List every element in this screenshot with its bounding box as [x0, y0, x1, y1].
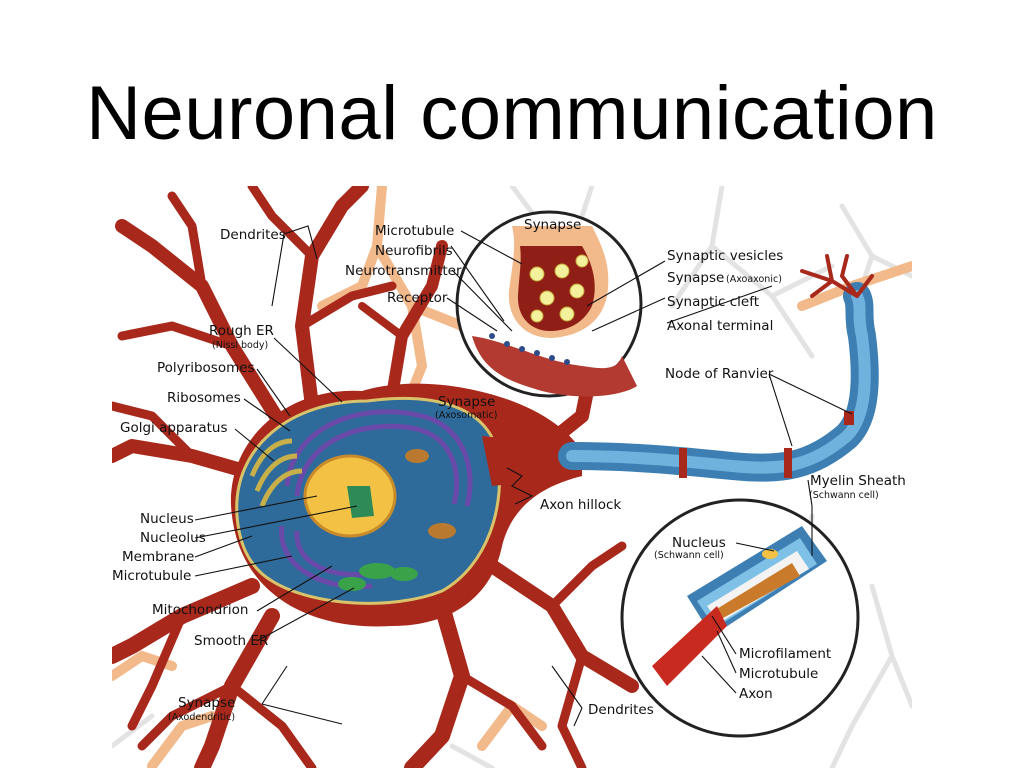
- label-axon: Axon: [739, 686, 773, 702]
- smooth-er: [338, 563, 418, 591]
- label-synapse-title: Synapse: [524, 217, 581, 233]
- label-microfilament: Microfilament: [739, 646, 831, 662]
- label-neurotransmitter: Neurotransmitter: [345, 263, 462, 279]
- slide-title: Neuronal communication: [86, 71, 938, 156]
- label-polyribosomes: Polyribosomes: [157, 360, 255, 376]
- label-lines: [194, 225, 853, 727]
- label-axon-hillock: Axon hillock: [540, 497, 621, 513]
- labels: Dendrites Rough ER (Nissl body) Polyribo…: [112, 217, 906, 723]
- label-nissl-body: (Nissl body): [212, 340, 268, 351]
- axonal-terminal-shape: [800, 254, 874, 298]
- label-synapse-axosomatic: Synapse: [438, 394, 495, 410]
- label-membrane: Membrane: [122, 549, 194, 565]
- label-receptor: Receptor: [387, 290, 448, 306]
- axon-myelin: [558, 282, 879, 482]
- label-axonal-terminal: Axonal terminal: [667, 318, 773, 334]
- mitochondria: [405, 449, 456, 539]
- myelin-inset: [620, 498, 860, 738]
- label-schwann-cell-2: (Schwann cell): [654, 550, 724, 561]
- label-nucleolus: Nucleolus: [140, 530, 206, 546]
- label-microtubule-top: Microtubule: [375, 223, 454, 239]
- label-microtubule-left: Microtubule: [112, 568, 191, 584]
- label-axosomatic: (Axosomatic): [435, 410, 497, 421]
- label-neurofibrils: Neurofibrils: [375, 243, 453, 259]
- label-nucleus-schwann: Nucleus: [672, 535, 726, 551]
- label-synaptic-cleft: Synaptic cleft: [667, 294, 759, 310]
- label-synapse-axoaxonic: Synapse: [667, 270, 724, 286]
- label-axodendritic: (Axodendritic): [168, 712, 235, 723]
- label-dendrites-bottom: Dendrites: [588, 702, 654, 718]
- golgi-apparatus: [249, 438, 303, 507]
- label-mitochondrion: Mitochondrion: [152, 602, 248, 618]
- label-ribosomes: Ribosomes: [167, 390, 241, 406]
- label-myelin-sheath: Myelin Sheath: [810, 473, 906, 489]
- synapse-inset: [455, 210, 643, 398]
- label-node-of-ranvier: Node of Ranvier: [665, 366, 774, 382]
- nucleolus-shape: [347, 486, 374, 518]
- axon-hillock-shape: [482, 436, 582, 486]
- label-axoaxonic: (Axoaxonic): [726, 274, 782, 285]
- label-microtubule-right: Microtubule: [739, 666, 818, 682]
- label-synaptic-vesicles: Synaptic vesicles: [667, 248, 783, 264]
- label-synapse-axodendritic: Synapse: [178, 695, 235, 711]
- label-rough-er: Rough ER: [209, 323, 274, 339]
- label-nucleus: Nucleus: [140, 511, 194, 527]
- label-schwann-cell-1: (Schwann cell): [809, 490, 879, 501]
- label-dendrites-top: Dendrites: [220, 227, 286, 243]
- label-golgi-apparatus: Golgi apparatus: [120, 420, 227, 436]
- neuron-diagram: Dendrites Rough ER (Nissl body) Polyribo…: [112, 186, 912, 768]
- label-smooth-er: Smooth ER: [194, 633, 268, 649]
